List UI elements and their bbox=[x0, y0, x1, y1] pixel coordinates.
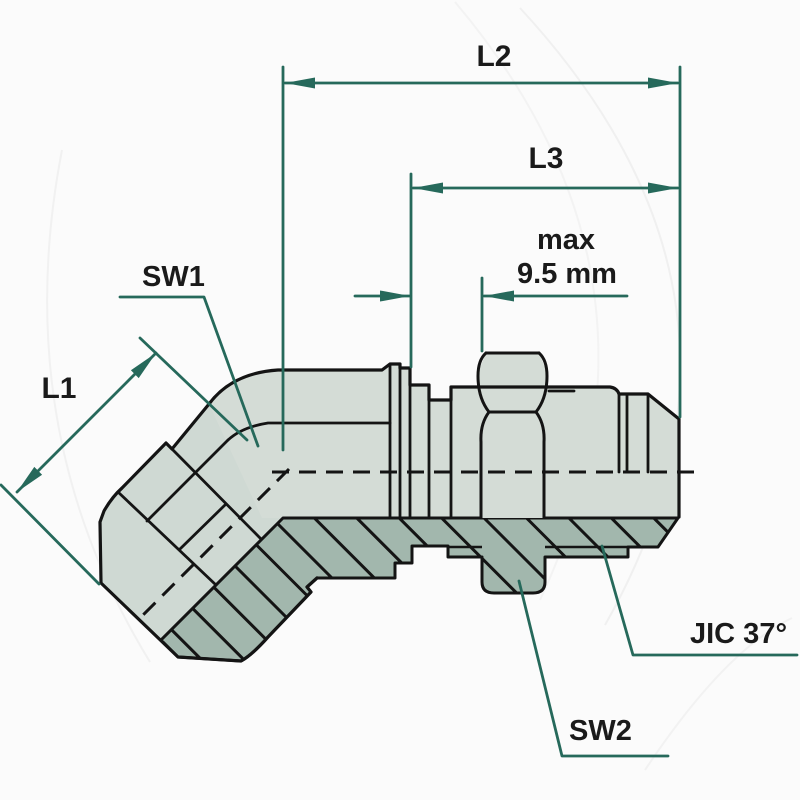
outlines bbox=[98, 362, 681, 663]
l3-arrow-left bbox=[413, 182, 443, 194]
jic-leader bbox=[600, 544, 799, 657]
label-l3: L3 bbox=[528, 142, 563, 175]
l2-arrow-left bbox=[285, 77, 315, 89]
label-max: max bbox=[537, 224, 595, 256]
label-jic: JIC 37° bbox=[690, 618, 787, 650]
labels: L2 L3 max 9.5 mm SW1 L1 SW2 JIC 37° bbox=[41, 40, 787, 747]
l1-arrow-lower bbox=[17, 466, 43, 492]
label-l1: L1 bbox=[41, 372, 76, 405]
label-sw2: SW2 bbox=[569, 715, 632, 747]
hex-nut bbox=[478, 353, 547, 518]
center-lines bbox=[136, 467, 697, 622]
l3-arrow-right bbox=[648, 182, 678, 194]
l2-arrow-right bbox=[648, 77, 678, 89]
label-sw1: SW1 bbox=[142, 261, 205, 293]
label-max-value: 9.5 mm bbox=[517, 258, 617, 290]
body-top-profile bbox=[207, 362, 681, 519]
main-body bbox=[209, 364, 679, 518]
hex-nut-edges bbox=[476, 351, 549, 520]
label-l2: L2 bbox=[476, 40, 511, 73]
l1-extension-upper bbox=[138, 336, 249, 442]
sw2-leader bbox=[517, 579, 670, 758]
l1-arrow-upper bbox=[130, 353, 156, 379]
sw1-leader bbox=[118, 295, 260, 448]
port-silhouette bbox=[98, 402, 319, 663]
dimension-lines bbox=[0, 65, 799, 758]
dimension-arrows bbox=[17, 77, 678, 492]
max-arrow-left-pointing bbox=[484, 290, 514, 302]
facet-lines bbox=[116, 362, 650, 587]
l1-dimension-line bbox=[15, 351, 158, 494]
l1-extension-lower bbox=[0, 483, 101, 586]
max-arrow-right-pointing bbox=[380, 290, 410, 302]
angled-axis-centerline bbox=[136, 467, 291, 622]
